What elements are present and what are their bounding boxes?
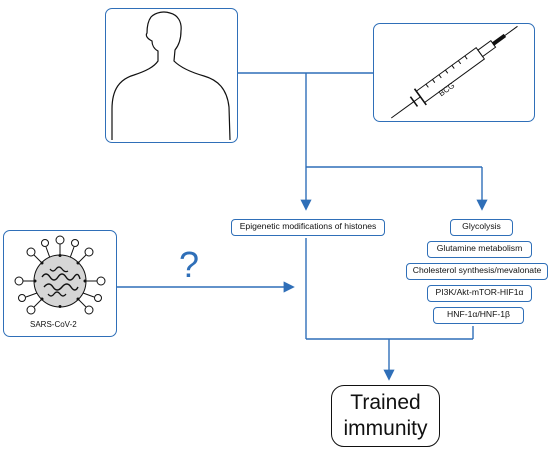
human-silhouette-icon	[111, 11, 231, 141]
trained-immunity-line2: immunity	[343, 417, 428, 440]
pathway-glycolysis: Glycolysis	[450, 219, 513, 236]
virus-particle-icon	[14, 235, 106, 315]
pathway-cholesterol-synthesis: Cholesterol synthesis/mevalonate	[406, 263, 548, 280]
bcg-vaccine-box: BCG	[373, 23, 535, 122]
pathway-glutamine-metabolism: Glutamine metabolism	[427, 241, 532, 258]
unknown-link-question-mark: ?	[179, 244, 200, 285]
sars-cov-2-label: SARS-CoV-2	[30, 320, 77, 329]
sars-cov-2-box: SARS-CoV-2	[3, 230, 117, 337]
trained-immunity-box: Trained immunity	[331, 385, 440, 447]
human-box	[105, 8, 238, 143]
trained-immunity-line1: Trained	[350, 391, 421, 414]
epigenetic-modifications-box: Epigenetic modifications of histones	[231, 219, 385, 236]
pathway-pi3k-akt-mtor-hif1a: PI3K/Akt-mTOR-HIF1α	[427, 285, 532, 302]
syringe-icon	[390, 25, 518, 119]
virus-spikes	[14, 235, 106, 315]
pathway-hnf1a-hnf1b: HNF-1α/HNF-1β	[433, 307, 524, 324]
